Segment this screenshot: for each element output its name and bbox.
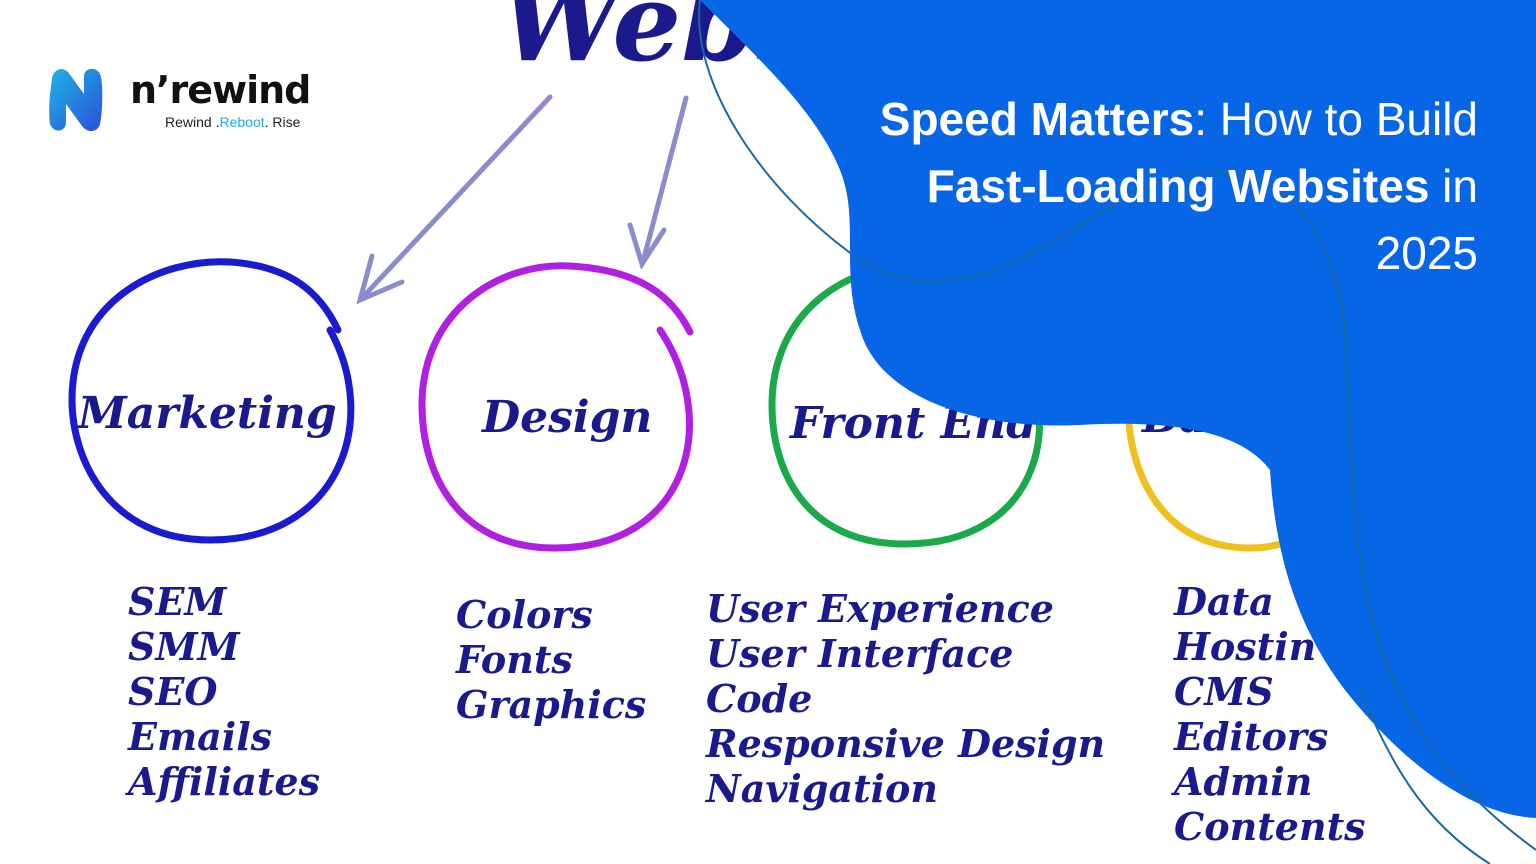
list-item: Contents <box>1174 804 1366 849</box>
tagline-accent: Reboot <box>219 114 265 130</box>
list-item: Emails <box>127 714 272 759</box>
list-item: SEO <box>128 669 218 714</box>
list-item: Data <box>1173 579 1274 624</box>
decorative-curve <box>698 0 1536 851</box>
design-circle <box>418 262 694 552</box>
list-item: CMS <box>1174 669 1274 714</box>
headline: Speed Matters: How to Build Fast-Loading… <box>798 86 1478 287</box>
headline-line-1: Speed Matters: How to Build <box>798 86 1478 153</box>
list-item: Hostin <box>1173 624 1316 669</box>
marketing-circle <box>68 258 355 544</box>
decorative-curve <box>1359 689 1491 864</box>
n-rewind-mark-icon <box>49 68 103 132</box>
list-item: Colors <box>456 592 593 637</box>
headline-line-3: 2025 <box>1375 227 1478 279</box>
list-item: Responsive Design <box>705 721 1105 766</box>
list-item: Graphics <box>456 682 646 727</box>
circle-label-design: Design <box>480 392 652 443</box>
list-item: SMM <box>128 624 241 669</box>
list-item: Code <box>706 676 812 721</box>
brand-tagline: Rewind .Reboot. Rise <box>165 114 300 130</box>
list-item: Navigation <box>705 766 938 811</box>
list-item: Editors <box>1173 714 1328 759</box>
headline-text: : How to Build <box>1194 93 1478 145</box>
headline-bold: Speed Matters <box>879 93 1195 145</box>
tagline-part: . Rise <box>264 114 301 130</box>
list-item: User Experience <box>706 586 1054 631</box>
list-item: User Interface <box>706 631 1013 676</box>
list-item: Affiliates <box>125 759 320 804</box>
headline-text: in <box>1429 160 1478 212</box>
arrow-left <box>356 94 553 305</box>
blue-blob-shape <box>700 0 1536 818</box>
circle-label-marketing: Marketing <box>76 388 337 439</box>
list-item: SEM <box>128 579 227 624</box>
headline-line-2: Fast-Loading Websites in <box>798 153 1478 220</box>
brand-name: n’rewind <box>130 68 311 112</box>
list-item: Admin <box>1171 759 1312 804</box>
headline-bold: Fast-Loading Websites <box>926 160 1430 212</box>
tagline-part: Rewind . <box>165 114 220 130</box>
brand-logo: n’rewind Rewind .Reboot. Rise <box>46 66 346 138</box>
arrow-right <box>627 95 689 270</box>
list-item: Fonts <box>455 637 573 682</box>
